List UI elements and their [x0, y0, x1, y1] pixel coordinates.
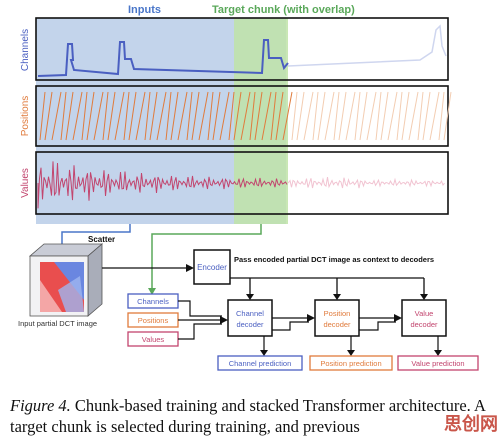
position-decoder-output-arrowhead	[347, 350, 355, 356]
position-decoder-box	[314, 299, 360, 337]
position-prediction-feed	[359, 321, 396, 331]
channel-decoder-label-1: Channel	[236, 309, 264, 318]
input-channels-label: Channels	[137, 297, 169, 306]
position-to-value-arrowhead	[394, 314, 402, 322]
channel-prediction-box	[217, 355, 303, 371]
channel-decoder-output-arrowhead	[260, 350, 268, 356]
scatter-connector	[61, 224, 131, 246]
channels-signal-faded	[287, 24, 447, 67]
channels-signal	[37, 39, 289, 77]
value-prediction-box	[397, 355, 479, 371]
context-to-channel-arrowhead	[246, 294, 254, 300]
positions-signal-faded	[291, 91, 452, 141]
to-channel-decoder-arrowhead	[220, 316, 228, 324]
value-decoder-output-arrowhead	[434, 350, 442, 356]
figure-diagram: Inputs Target chunk (with overlap) Chann…	[18, 4, 479, 371]
inputs-label: Inputs	[128, 4, 161, 16]
value-prediction-label: Value prediction	[411, 359, 464, 368]
value-decoder-box	[401, 299, 447, 337]
figure-caption: Figure 4. Chunk-based training and stack…	[10, 395, 494, 437]
input-values-label: Values	[142, 335, 165, 344]
values-panel	[35, 151, 449, 215]
channel-decoder-label-2: decoder	[236, 320, 264, 329]
position-prediction-label: Position prediction	[320, 359, 381, 368]
value-decoder-label-1: Value	[415, 309, 434, 318]
channels-to-channel-decoder	[178, 300, 222, 317]
channels-panel	[35, 17, 449, 81]
pass-context-label: Pass encoded partial DCT image as contex…	[234, 255, 434, 264]
encoder-label: Encoder	[197, 263, 227, 272]
values-signal	[37, 161, 288, 209]
dct-image-label: Input partial DCT image	[18, 319, 97, 328]
context-to-value-arrowhead	[420, 294, 428, 300]
channel-to-position-arrowhead	[307, 314, 315, 322]
caption-text: Chunk-based training and stacked Transfo…	[10, 396, 486, 436]
channel-decoder-box	[227, 299, 273, 337]
context-to-position-arrowhead	[333, 294, 341, 300]
target-connector	[151, 224, 262, 290]
caption-lead: Figure 4.	[10, 396, 71, 415]
values-signal-faded	[287, 177, 445, 189]
channels-axis-label: Channels	[20, 29, 31, 71]
position-prediction-box	[309, 355, 393, 371]
encoder-box	[193, 249, 231, 285]
values-to-channel-decoder	[178, 323, 222, 340]
input-positions-label: Positions	[138, 316, 169, 325]
values-axis-label: Values	[20, 168, 31, 198]
value-decoder-label-2: decoder	[410, 320, 438, 329]
position-decoder-label-2: decoder	[323, 320, 351, 329]
channel-prediction-feed	[272, 321, 309, 331]
positions-signal	[39, 91, 293, 141]
positions-axis-label: Positions	[20, 96, 31, 137]
dct-image	[28, 243, 104, 317]
watermark-logo: 思创网	[444, 414, 498, 435]
target-label: Target chunk (with overlap)	[212, 4, 355, 16]
target-highlight	[234, 18, 288, 224]
target-arrowhead	[148, 288, 156, 295]
scatter-label: Scatter	[88, 235, 115, 244]
position-decoder-label-1: Position	[324, 309, 351, 318]
image-to-encoder-arrowhead	[186, 264, 194, 272]
channel-prediction-label: Channel prediction	[229, 359, 292, 368]
